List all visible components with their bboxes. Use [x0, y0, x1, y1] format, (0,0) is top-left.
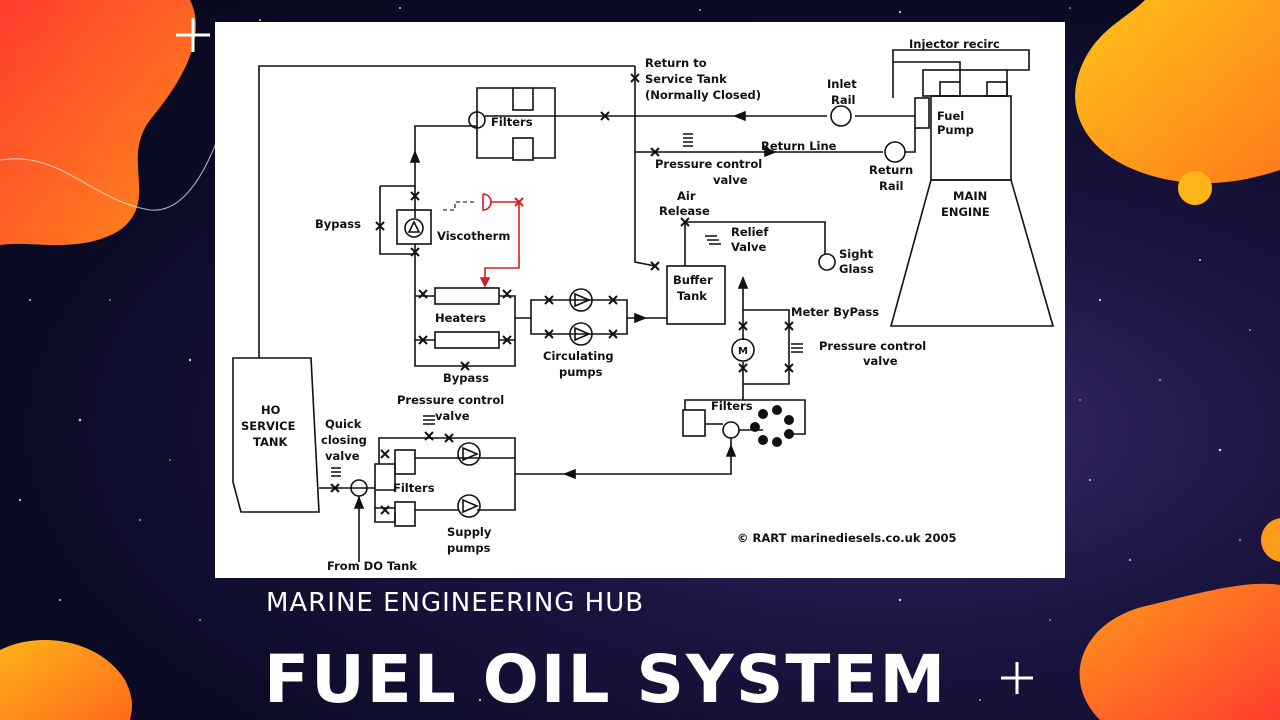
- label-injector-recirc: Injector recirc: [909, 37, 1000, 51]
- injector-recirc-line: [892, 49, 1030, 98]
- label-pressure-control-top: Pressure control: [655, 157, 762, 171]
- label-inlet: Inlet: [827, 77, 857, 91]
- supply-pump-2: [457, 494, 481, 518]
- top-right-blob: [1075, 0, 1280, 184]
- supply-pump-1: [457, 442, 481, 466]
- plus-icon: [1001, 662, 1033, 694]
- air-release-line: [684, 221, 826, 266]
- label-service: SERVICE: [241, 419, 296, 433]
- label-from-do-tank: From DO Tank: [327, 559, 417, 573]
- label-pressure-control-right-valve: valve: [863, 354, 898, 368]
- label-filters-bottom: Filters: [393, 481, 435, 495]
- return-rail-symbol: [884, 141, 906, 163]
- label-bypass-left: Bypass: [315, 217, 361, 231]
- heater-1: [434, 287, 500, 305]
- inlet-rail-symbol: [830, 105, 852, 127]
- label-circulating-pumps: pumps: [559, 365, 603, 379]
- quick-closing-spring: [331, 467, 341, 477]
- label-meter-bypass: Meter ByPass: [791, 305, 879, 319]
- label-sight: Sight: [839, 247, 874, 261]
- circulating-pump-2: [569, 322, 593, 346]
- small-yellow-dot: [1178, 171, 1212, 205]
- label-buffer: Buffer: [673, 273, 713, 287]
- supply-piping: [319, 463, 396, 523]
- label-supply: Supply: [447, 525, 492, 539]
- bottom-left-blob: [0, 640, 133, 720]
- label-fuel-pump: Pump: [937, 123, 974, 137]
- fuel-oil-diagram-card: Injector recirc Return to Service Tank (…: [215, 22, 1065, 578]
- ho-service-tank: [232, 357, 320, 513]
- label-main: MAIN: [953, 189, 987, 203]
- label-pressure-control-right: Pressure control: [819, 339, 926, 353]
- label-filters-right: Filters: [711, 399, 753, 413]
- heaters-piping: [414, 290, 516, 367]
- red-control-line: [484, 202, 520, 284]
- label-pressure-control-bottom-valve: valve: [435, 409, 470, 423]
- circulating-piping: [515, 299, 667, 335]
- filters-top-symbol: [468, 87, 556, 161]
- label-pressure-control-bottom: Pressure control: [397, 393, 504, 407]
- label-pressure-control-top-valve: valve: [713, 173, 748, 187]
- label-circulating: Circulating: [543, 349, 614, 363]
- label-return-to: Return to: [645, 56, 707, 70]
- meter-symbol: [731, 338, 755, 362]
- pressure-control-spring: [683, 133, 693, 147]
- filter-bottom-2: [394, 501, 416, 527]
- page-title: FUEL OIL SYSTEM: [264, 641, 948, 718]
- bottom-right-blob: [1079, 583, 1280, 720]
- meter-bypass-piping: [742, 278, 790, 400]
- label-quick: Quick: [325, 417, 362, 431]
- label-service-tank: Service Tank: [645, 72, 727, 86]
- main-engine: [889, 69, 1055, 327]
- label-return-line: Return Line: [761, 139, 837, 153]
- right-edge-dot: [1261, 518, 1280, 562]
- label-normally-closed: (Normally Closed): [645, 88, 761, 102]
- label-relief: Relief: [731, 225, 769, 239]
- label-closing-valve: valve: [325, 449, 360, 463]
- label-return-rail: Rail: [879, 179, 904, 193]
- label-filters-top: Filters: [491, 115, 533, 129]
- filters-right-box: [682, 409, 706, 437]
- label-fuel: Fuel: [937, 109, 964, 123]
- viscotherm-box: [396, 209, 432, 245]
- brand-label: MARINE ENGINEERING HUB: [266, 588, 645, 618]
- viscotherm-bypass: [379, 185, 415, 255]
- label-return: Return: [869, 163, 913, 177]
- filter-bottom-1: [394, 449, 416, 475]
- label-supply-pumps: pumps: [447, 541, 491, 555]
- label-buffer-tank: Tank: [677, 289, 707, 303]
- label-heaters: Heaters: [435, 311, 486, 325]
- valve-marks: [330, 73, 794, 515]
- label-meter: M: [738, 346, 748, 357]
- plus-icon: [176, 18, 210, 52]
- left-feed-line: [414, 125, 477, 218]
- heater-2: [434, 331, 500, 349]
- label-relief-valve: Valve: [731, 240, 766, 254]
- pressure-control-spring-right: [791, 343, 803, 353]
- label-bypass-heaters: Bypass: [443, 371, 489, 385]
- fuel-oil-schematic: Injector recirc Return to Service Tank (…: [232, 37, 1055, 573]
- label-viscotherm: Viscotherm: [437, 229, 510, 243]
- label-ho: HO: [261, 403, 281, 417]
- label-release: Release: [659, 204, 710, 218]
- label-tank: TANK: [253, 435, 288, 449]
- pressure-control-spring-bottom: [423, 415, 435, 425]
- filter-element-ring: [750, 405, 794, 447]
- circulating-pump-1: [569, 288, 593, 312]
- return-to-service-tank-line: [258, 65, 635, 358]
- label-air: Air: [677, 189, 696, 203]
- return-down-line: [634, 66, 656, 267]
- supply-pump-piping: [378, 437, 516, 511]
- label-copyright: © RART marinediesels.co.uk 2005: [737, 531, 957, 545]
- label-inlet-rail: Rail: [831, 93, 856, 107]
- relief-valve-spring: [705, 235, 721, 245]
- buffer-tank: [666, 265, 726, 325]
- label-sight-glass: Glass: [839, 262, 874, 276]
- label-engine: ENGINE: [941, 205, 990, 219]
- supply-to-filters-line: [515, 438, 732, 475]
- label-closing: closing: [321, 433, 367, 447]
- fuel-pump-box: [914, 97, 930, 129]
- sight-glass-symbol: [818, 253, 836, 271]
